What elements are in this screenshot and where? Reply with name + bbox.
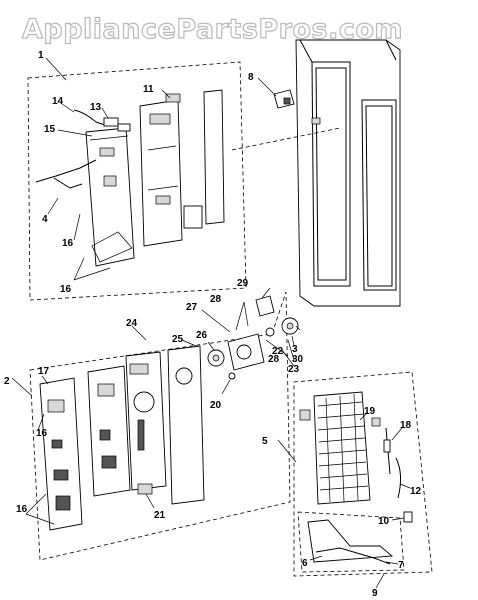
callout-5: 5 [262, 436, 268, 447]
callout-10: 10 [378, 516, 390, 527]
callout-26: 26 [196, 330, 208, 341]
callout-28-a: 28 [210, 294, 222, 305]
callout-3: 3 [292, 344, 298, 355]
callout-16-d: 16 [16, 504, 28, 515]
callout-15: 15 [44, 124, 56, 135]
callout-4: 4 [42, 214, 48, 225]
watermark-text: AppliancePartsPros.com [22, 14, 403, 45]
callout-19: 19 [364, 406, 376, 417]
callout-13: 13 [90, 102, 102, 113]
callout-16-a: 16 [62, 238, 74, 249]
callout-27: 27 [186, 302, 198, 313]
callout-9: 9 [372, 588, 378, 599]
leader-lines [11, 57, 411, 589]
callout-6: 6 [302, 558, 308, 569]
callout-29: 29 [237, 278, 249, 289]
callout-22: 22 [272, 346, 284, 357]
cabinet-frame [231, 39, 401, 307]
callout-2: 2 [4, 376, 10, 387]
callout-28-b: 28 [268, 354, 280, 365]
callout-30: 30 [292, 354, 304, 365]
callout-7: 7 [398, 560, 404, 571]
callout-12: 12 [410, 486, 422, 497]
assembly-2-group [29, 291, 299, 561]
callout-1: 1 [38, 50, 44, 61]
callout-16-c: 16 [36, 428, 48, 439]
assembly-5-group [293, 371, 433, 577]
callout-labels: 1 8 11 13 14 15 4 16 16 29 28 27 24 26 2… [4, 50, 422, 599]
callout-18: 18 [400, 420, 412, 431]
callout-25: 25 [172, 334, 184, 345]
callout-8: 8 [248, 72, 254, 83]
callout-24: 24 [126, 318, 138, 329]
callout-23: 23 [288, 364, 300, 375]
callout-17: 17 [38, 366, 50, 377]
callout-20: 20 [210, 400, 222, 411]
callout-16-b: 16 [60, 284, 72, 295]
callout-21: 21 [154, 510, 166, 521]
callout-14: 14 [52, 96, 64, 107]
assembly-1-group [27, 61, 247, 301]
callout-11: 11 [143, 84, 154, 95]
